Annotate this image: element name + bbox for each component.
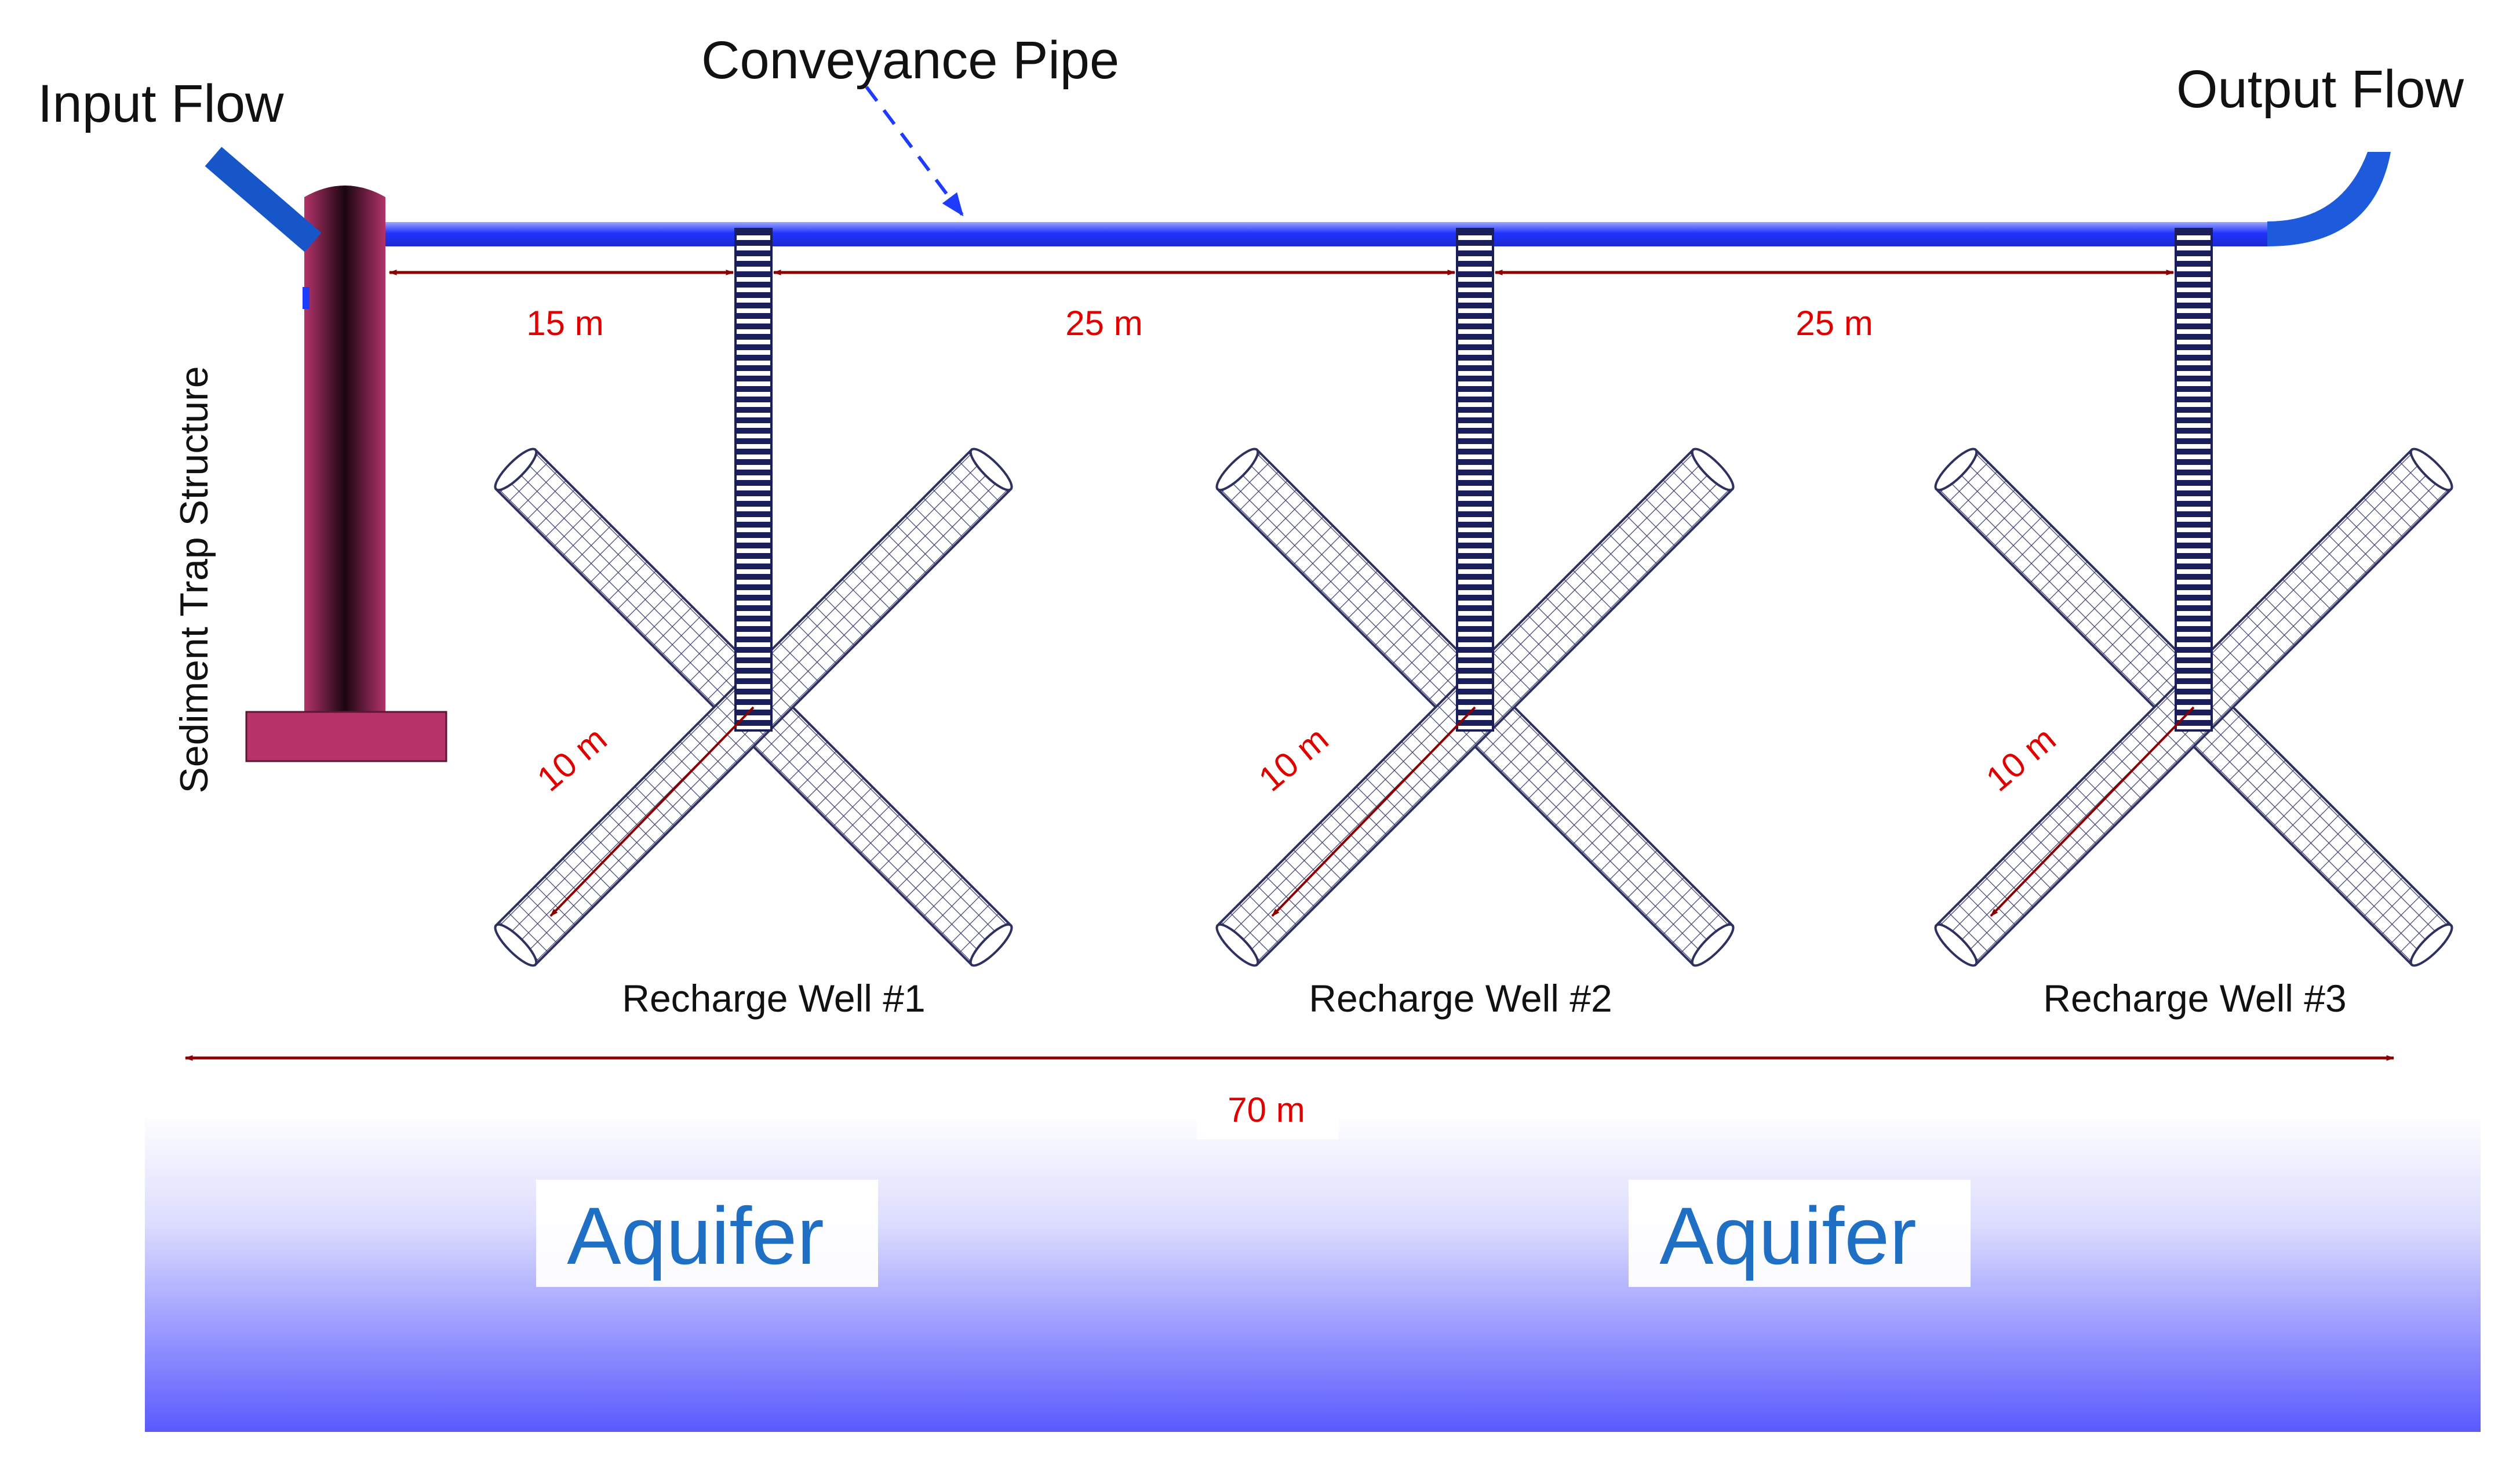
total-length-label-bg <box>1197 1081 1339 1139</box>
spacing-label-3: 25 m <box>1796 304 1873 343</box>
aquifer-label-bg-right <box>1629 1180 1971 1287</box>
recharge-well-1 <box>494 228 1013 967</box>
recharge-well-2 <box>1215 228 1735 967</box>
input-flow-label: Input Flow <box>38 74 284 133</box>
sediment-trap-structure <box>245 186 447 762</box>
output-flow-elbow <box>2267 152 2391 246</box>
sediment-trap-label: Sediment Trap Structure <box>172 366 216 793</box>
conveyance-pipe-label: Conveyance Pipe <box>701 31 1119 90</box>
total-length-label: 70 m <box>1228 1090 1305 1129</box>
output-flow-label: Output Flow <box>2176 60 2464 119</box>
aquifer-region <box>145 1113 2481 1432</box>
well-casing-2 <box>1456 228 1494 732</box>
arm-length-arrow-2 <box>1271 706 1476 917</box>
arm-length-label-1: 10 m <box>530 719 614 799</box>
recharge-well-3 <box>1934 228 2453 967</box>
well-label-2: Recharge Well #2 <box>1309 977 1612 1020</box>
wells-layer <box>494 228 2453 967</box>
spacing-label-1: 15 m <box>526 304 603 343</box>
aquifer-label-right: Aquifer <box>1659 1190 1917 1281</box>
input-flow-pipe <box>205 147 322 252</box>
spacing-label-2: 25 m <box>1065 304 1142 343</box>
conveyance-pipe <box>385 222 2269 246</box>
arm-length-label-3: 10 m <box>1979 719 2063 799</box>
arm-length-arrow-1 <box>549 706 755 917</box>
arm-length-label-2: 10 m <box>1251 719 1335 799</box>
aquifer-label-left: Aquifer <box>567 1190 824 1281</box>
well-label-3: Recharge Well #3 <box>2043 977 2346 1020</box>
arm-length-arrow-3 <box>1990 706 2195 917</box>
aquifer-label-bg-left <box>536 1180 878 1287</box>
conveyance-pipe-pointer <box>865 86 964 217</box>
dimension-layer <box>184 270 2395 1061</box>
well-casing-3 <box>2175 228 2213 732</box>
well-casing-1 <box>734 228 773 732</box>
well-label-1: Recharge Well #1 <box>622 977 925 1020</box>
